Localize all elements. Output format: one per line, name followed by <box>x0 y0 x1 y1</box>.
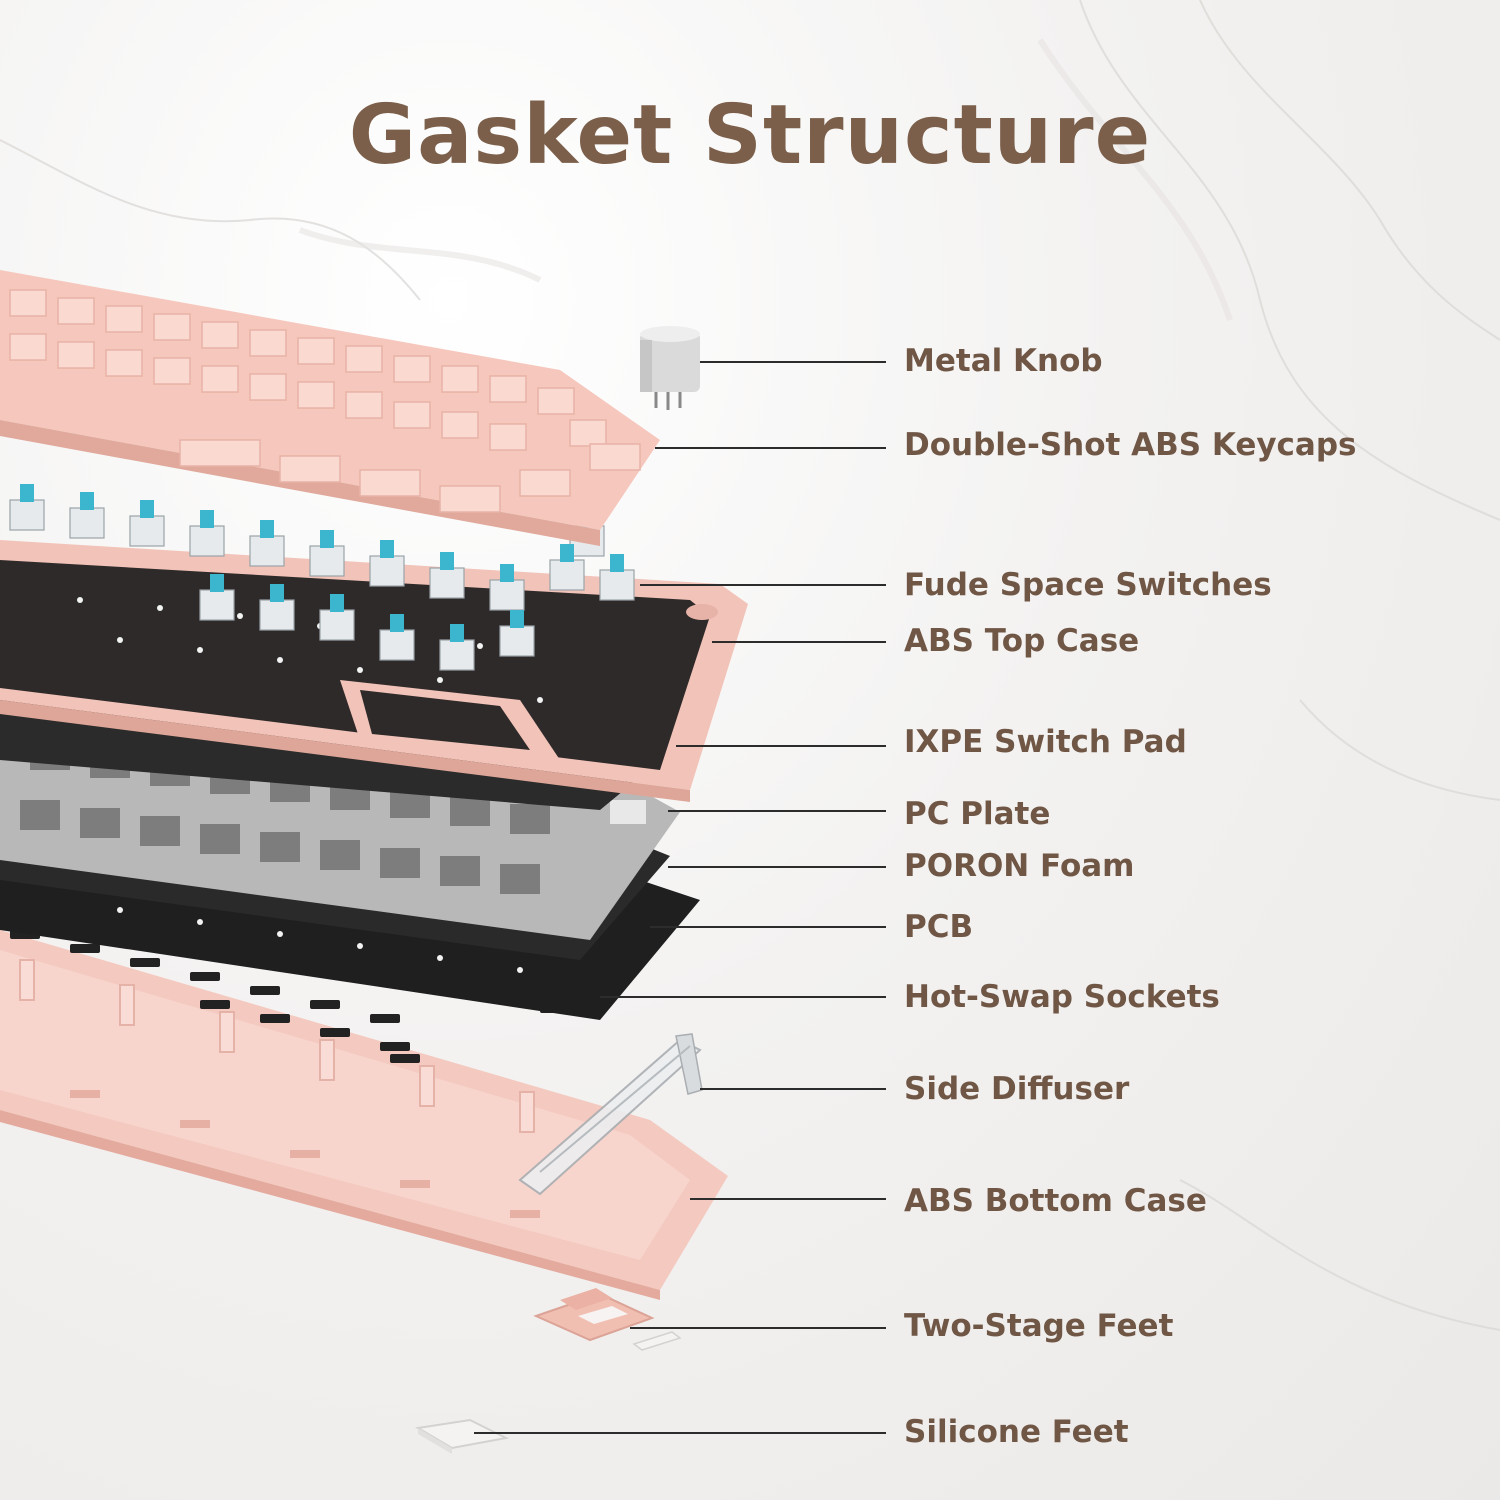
label-keycaps: Double-Shot ABS Keycaps <box>904 427 1357 463</box>
leader-line-two-stage-feet <box>630 1327 886 1329</box>
bottom-case-part <box>0 930 728 1300</box>
side-diffuser-part <box>518 1033 703 1196</box>
leader-line-sockets <box>600 996 886 998</box>
label-pc-plate: PC Plate <box>904 796 1051 832</box>
label-top-case: ABS Top Case <box>904 623 1140 659</box>
leader-line-switch-pad <box>676 745 886 747</box>
label-side-diffuser: Side Diffuser <box>904 1071 1130 1107</box>
leader-line-bottom-case <box>690 1198 886 1200</box>
leader-line-top-case <box>712 641 886 643</box>
label-two-stage-feet: Two-Stage Feet <box>904 1308 1174 1344</box>
leader-line-pc-plate <box>668 810 886 812</box>
page-title: Gasket Structure <box>348 88 1152 183</box>
label-metal-knob: Metal Knob <box>904 343 1103 379</box>
label-switch-pad: IXPE Switch Pad <box>904 724 1187 760</box>
top-case-part <box>0 540 748 802</box>
leader-line-pcb <box>650 926 886 928</box>
leader-line-metal-knob <box>700 361 886 363</box>
leader-line-keycaps <box>655 447 886 449</box>
leader-line-silicone-feet <box>474 1432 886 1434</box>
leader-line-side-diffuser <box>700 1088 886 1090</box>
leader-line-switches <box>640 584 886 586</box>
label-pcb: PCB <box>904 909 974 945</box>
label-silicone-feet: Silicone Feet <box>904 1414 1129 1450</box>
switches-part <box>9 484 635 671</box>
label-poron-foam: PORON Foam <box>904 848 1135 884</box>
two-stage-feet-part <box>533 1288 682 1351</box>
keycaps-part <box>0 270 660 546</box>
metal-knob-part <box>640 326 700 410</box>
silicone-feet-part <box>415 1418 510 1454</box>
label-bottom-case: ABS Bottom Case <box>904 1183 1207 1219</box>
label-switches: Fude Space Switches <box>904 567 1272 603</box>
leader-line-poron-foam <box>668 866 886 868</box>
label-sockets: Hot-Swap Sockets <box>904 979 1220 1015</box>
